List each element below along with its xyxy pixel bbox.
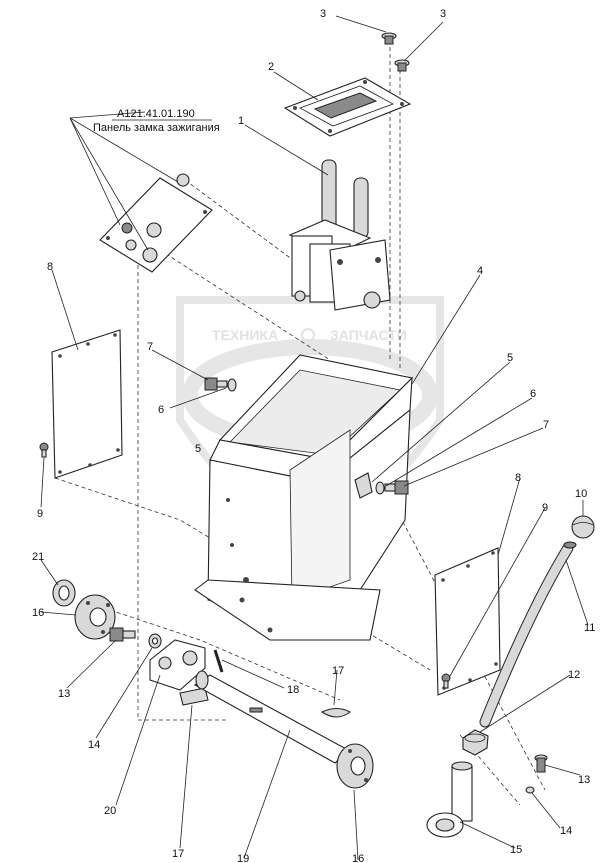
lever-arm-part-20 xyxy=(149,639,206,691)
bolt-set-right xyxy=(375,480,409,495)
housing-part-4 xyxy=(194,354,414,641)
callout-label: 16 xyxy=(352,853,364,863)
bolt-set-left xyxy=(204,377,237,392)
cover-plate-part-2 xyxy=(283,77,412,137)
shaft-part-19 xyxy=(193,670,349,764)
callout-label: 17 xyxy=(332,665,344,677)
assembly-name: Панель замка зажигания xyxy=(93,122,220,134)
callout-label: 18 xyxy=(287,684,299,696)
pin-part-18 xyxy=(213,649,224,673)
callout-label: 3 xyxy=(320,8,326,20)
knob-part-10 xyxy=(571,515,595,539)
callout-label: 6 xyxy=(158,404,164,416)
callout-label: 21 xyxy=(32,551,44,563)
gear-icon xyxy=(301,328,315,342)
flange-part-16-left xyxy=(74,594,116,640)
callout-label: 8 xyxy=(47,261,53,273)
assembly-code: А121.41.01.190 xyxy=(117,108,195,120)
callout-label: 10 xyxy=(575,488,587,500)
flange-part-16-right xyxy=(336,743,374,789)
lever-bracket-part-15 xyxy=(426,761,473,838)
callout-label: 13 xyxy=(578,774,590,786)
callout-numbers: 3 3 2 1 8 4 7 6 5 5 6 7 9 21 16 13 14 20… xyxy=(32,8,595,863)
watermark-left-text: ТЕХНИКА xyxy=(212,327,278,343)
screw-part-3a xyxy=(381,32,397,45)
callout-label: 14 xyxy=(88,739,100,751)
callout-label: 5 xyxy=(195,443,201,455)
callout-label: 13 xyxy=(58,688,70,700)
callout-label: 11 xyxy=(584,622,595,634)
callout-label: 8 xyxy=(515,472,521,484)
key-part-17-left xyxy=(179,687,209,706)
ignition-panel xyxy=(99,173,213,273)
side-panel-part-8-left xyxy=(51,329,123,479)
bolt-part-13-left xyxy=(109,627,136,642)
callout-label: 12 xyxy=(568,669,580,681)
screw-part-9-left xyxy=(39,442,49,458)
lever-rod-part-11 xyxy=(479,541,577,728)
washer-part-14-right xyxy=(525,786,535,794)
callout-label: 20 xyxy=(104,805,116,817)
callout-label: 7 xyxy=(147,341,153,353)
lever-mechanism-part-1 xyxy=(288,159,391,311)
callout-label: 17 xyxy=(172,848,184,860)
callout-label: 4 xyxy=(477,265,483,277)
washer-part-14-left xyxy=(148,633,162,649)
callout-label: 16 xyxy=(32,607,44,619)
screw-part-9-right xyxy=(441,673,451,689)
callout-label: 9 xyxy=(542,502,548,514)
nut-part-12 xyxy=(462,729,489,756)
callout-label: 9 xyxy=(37,508,43,520)
callout-label: 2 xyxy=(268,61,274,73)
leader-lines xyxy=(40,15,589,861)
key-part-17-right xyxy=(320,707,352,718)
assembly-label: А121.41.01.190 Панель замка зажигания xyxy=(93,108,220,134)
side-panel-part-8-right xyxy=(434,547,501,696)
callout-label: 15 xyxy=(510,844,522,856)
screw-part-13-right xyxy=(534,754,548,773)
callout-label: 6 xyxy=(530,388,536,400)
callout-label: 3 xyxy=(440,8,446,20)
callout-label: 5 xyxy=(507,352,513,364)
callout-label: 19 xyxy=(237,853,249,863)
watermark-right-text: ЗАПЧАСТИ xyxy=(330,327,407,343)
callout-label: 14 xyxy=(560,825,572,837)
callout-label: 1 xyxy=(238,115,244,127)
screw-part-3b xyxy=(394,59,410,72)
callout-label: 7 xyxy=(543,419,549,431)
washer-part-21 xyxy=(52,579,76,607)
